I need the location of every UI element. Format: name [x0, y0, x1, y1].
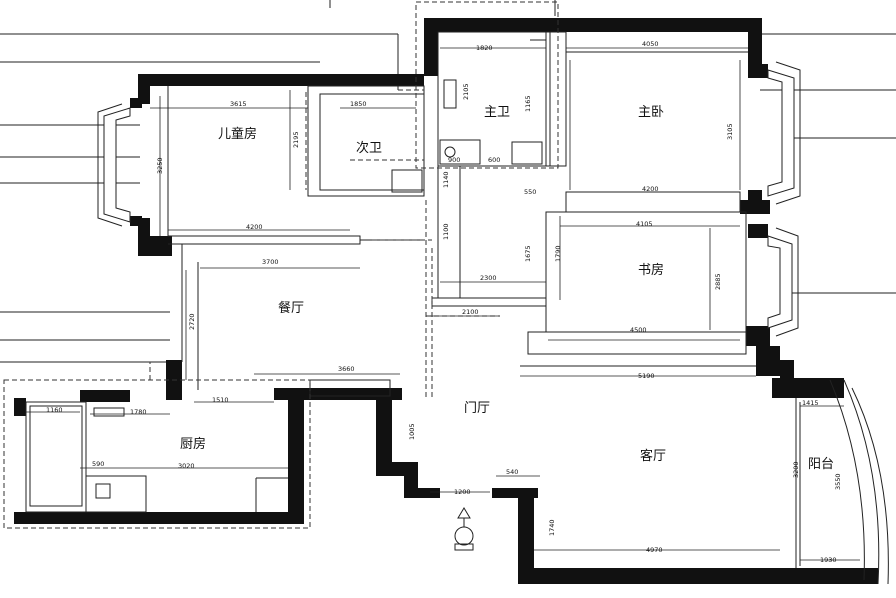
dim-label: 4200	[246, 223, 263, 231]
dim-label: 1740	[548, 519, 556, 536]
dim-label: 1510	[212, 396, 229, 404]
dim-label: 540	[506, 468, 518, 476]
dim-label: 600	[488, 156, 500, 164]
dim-label: 550	[524, 188, 536, 196]
entrance-arrow-icon	[454, 507, 474, 551]
dim-label: 4500	[630, 326, 647, 334]
dim-label: 2885	[714, 273, 722, 290]
room-label-living: 客厅	[640, 448, 666, 464]
dim-label: 5190	[638, 372, 655, 380]
room-label-kids-room: 儿童房	[218, 126, 257, 142]
dim-label: 1005	[408, 423, 416, 440]
dim-label: 1140	[442, 171, 450, 188]
dim-label: 3250	[156, 157, 164, 174]
room-label-foyer: 门厅	[464, 401, 490, 416]
dim-label: 2300	[480, 274, 497, 282]
dim-label: 1820	[476, 44, 493, 52]
dim-label: 1100	[442, 223, 450, 240]
dim-label: 2105	[462, 83, 470, 100]
room-label-balcony: 阳台	[808, 457, 834, 472]
dim-label: 3550	[834, 473, 842, 490]
dimension-lines	[26, 47, 860, 566]
dim-label: 1165	[524, 95, 532, 112]
room-label-study: 书房	[638, 262, 664, 278]
walls	[14, 18, 878, 584]
room-label-master-bedroom: 主卧	[638, 105, 664, 120]
dim-label: 1200	[454, 488, 471, 496]
dim-label: 2720	[188, 313, 196, 330]
room-label-dining: 餐厅	[278, 300, 304, 316]
dim-label: 1790	[554, 245, 562, 262]
room-label-second-bath: 次卫	[356, 140, 382, 156]
room-label-kitchen: 厨房	[180, 436, 206, 452]
dim-label: 3700	[262, 258, 279, 266]
dim-label: 4105	[636, 220, 653, 228]
inner-walls	[25, 31, 889, 585]
dim-label: 4970	[646, 546, 663, 554]
dim-label: 1930	[820, 556, 837, 564]
dim-label: 3020	[178, 462, 195, 470]
dim-label: 3200	[792, 461, 800, 478]
dim-label: 3660	[338, 365, 355, 373]
dimension-labels: 1820 4050 3615 1850 2195 3250 2105 1165 …	[46, 40, 842, 564]
dim-label: 2195	[292, 131, 300, 148]
room-labels: 儿童房 次卫 主卫 主卧 书房 餐厅 门厅 厨房 客厅 阳台	[180, 105, 834, 472]
dim-label: 1780	[130, 408, 147, 416]
leader-lines	[0, 0, 896, 363]
dim-label: 590	[92, 460, 104, 468]
dim-label: 1415	[802, 399, 819, 407]
windows	[97, 61, 801, 337]
dim-label: 3615	[230, 100, 247, 108]
dim-label: 4200	[642, 185, 659, 193]
dim-label: 900	[448, 156, 460, 164]
dim-label: 1675	[524, 245, 532, 262]
dim-label: 3105	[726, 123, 734, 140]
dim-label: 2100	[462, 308, 479, 316]
dim-label: 4050	[642, 40, 659, 48]
dim-label: 1160	[46, 406, 63, 414]
room-label-master-bath: 主卫	[484, 105, 510, 120]
dim-label: 1850	[350, 100, 367, 108]
